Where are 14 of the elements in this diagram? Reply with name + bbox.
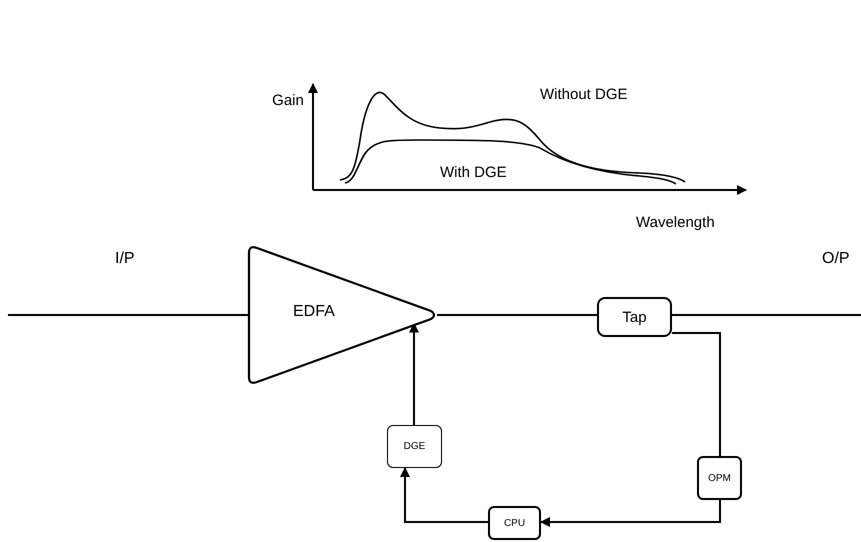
- axis-label: Wavelength: [636, 214, 715, 231]
- connector-line: [672, 332, 721, 456]
- curve-label: With DGE: [440, 164, 507, 181]
- process-box: CPU: [488, 506, 541, 540]
- connector-line: [8, 314, 249, 316]
- process-box: DGE: [387, 425, 442, 468]
- arrow: [400, 467, 488, 523]
- curve-label: Without DGE: [540, 86, 628, 103]
- process-box: Tap: [597, 297, 672, 337]
- axis-label: Gain: [272, 92, 304, 109]
- process-box: OPM: [697, 456, 742, 500]
- arrow: [540, 500, 721, 527]
- connector-line: [672, 314, 861, 316]
- connector-line: [437, 314, 597, 316]
